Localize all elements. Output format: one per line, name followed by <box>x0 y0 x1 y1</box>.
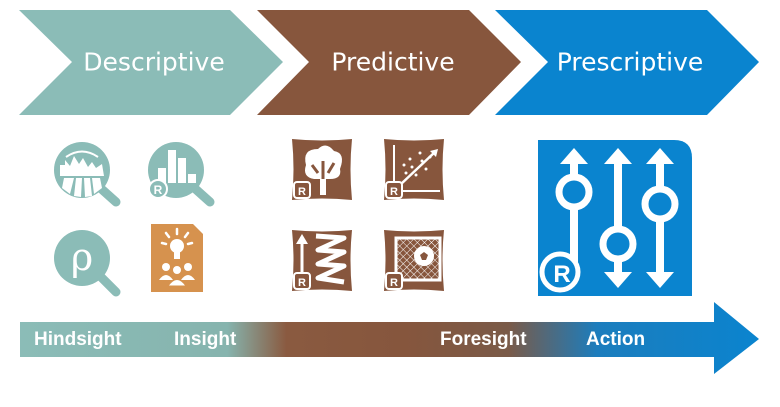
timeline-label-action: Action <box>586 329 646 350</box>
chevron-prescriptive <box>495 10 759 115</box>
timeline-label-foresight: Foresight <box>440 329 527 350</box>
chevron-predictive <box>257 10 521 115</box>
bar-chart-search-r-icon: R <box>148 142 215 207</box>
svg-text:R: R <box>298 277 306 289</box>
chevron-descriptive <box>19 10 283 115</box>
timeline-label-insight: Insight <box>174 329 237 350</box>
timeline-arrow <box>20 302 759 374</box>
stage-label-prescriptive: Prescriptive <box>556 47 704 77</box>
spring-growth-r-icon: R <box>292 230 352 291</box>
decision-tree-r-icon: R <box>292 139 352 200</box>
svg-text:R: R <box>390 186 398 198</box>
stage-label-predictive: Predictive <box>331 47 455 77</box>
sliders-optimization-r-icon: R <box>538 140 692 296</box>
insight-lightbulb-people-icon <box>151 224 203 292</box>
svg-text:R: R <box>390 277 398 289</box>
rho-search-icon: ρ <box>54 230 121 297</box>
city-search-icon <box>54 142 121 207</box>
svg-text:R: R <box>298 186 306 198</box>
timeline-label-hindsight: Hindsight <box>34 329 122 350</box>
svg-text:R: R <box>154 183 163 197</box>
regression-scatter-r-icon: R <box>384 139 444 200</box>
soccer-goal-r-icon: R <box>384 230 444 291</box>
svg-text:R: R <box>553 261 570 288</box>
stage-label-descriptive: Descriptive <box>83 47 225 77</box>
svg-text:ρ: ρ <box>71 235 93 279</box>
